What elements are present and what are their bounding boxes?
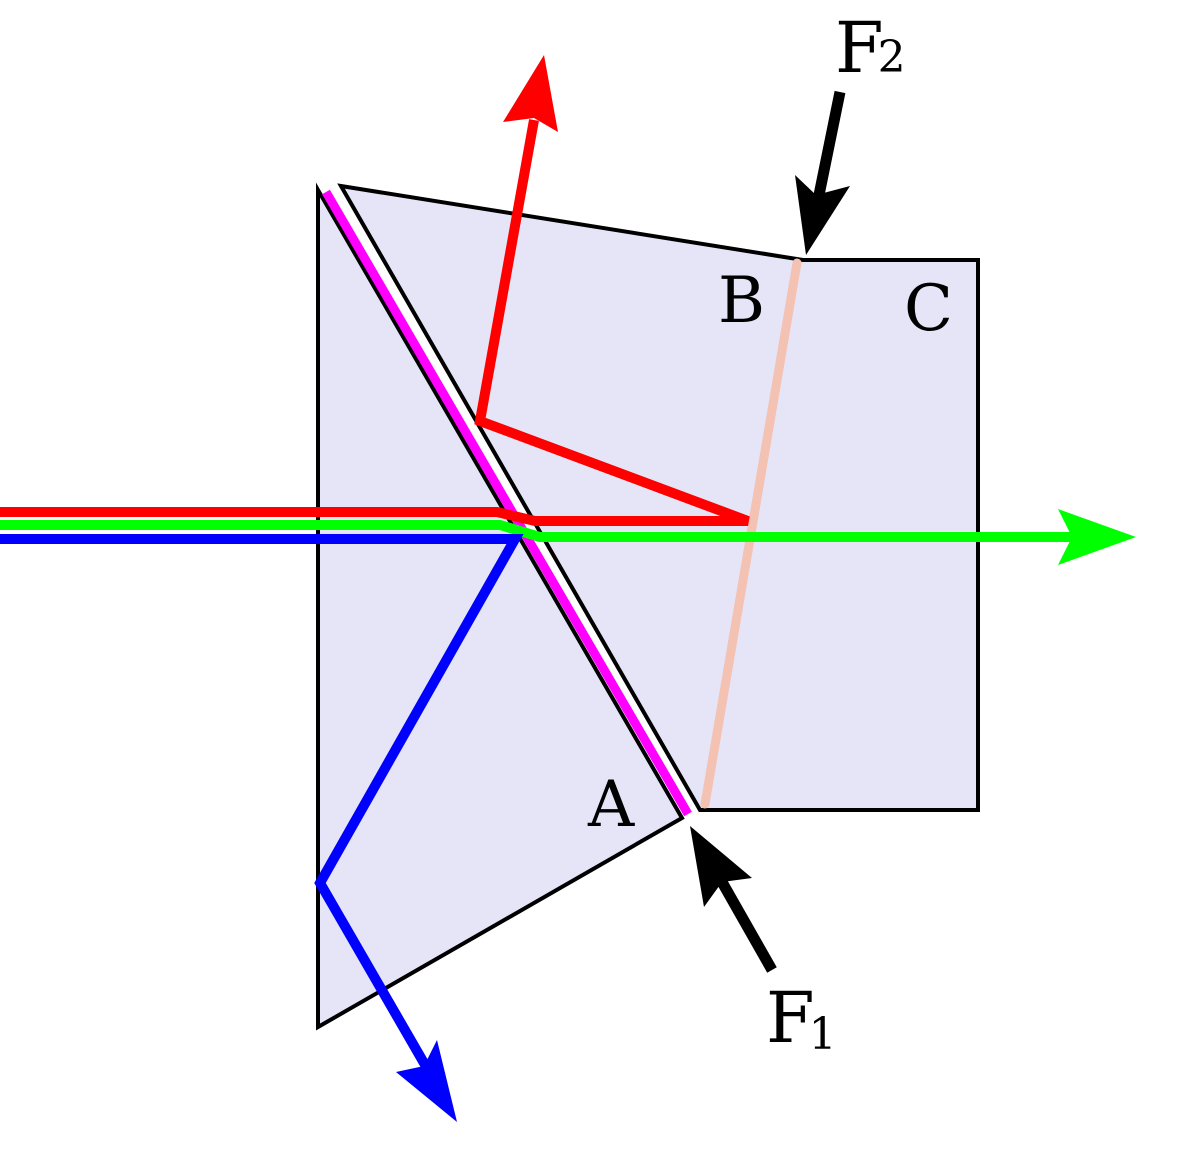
f1-arrowhead [690, 826, 752, 907]
label-prism-c: C [904, 272, 953, 346]
label-filter-2-sub: 2 [878, 32, 906, 83]
label-prism-b: B [718, 264, 765, 338]
label-filter-2-letter: F [835, 7, 884, 89]
label-prism-a: A [587, 768, 635, 842]
green-arrowhead [1058, 509, 1136, 565]
f2-arrowhead [795, 175, 850, 255]
f1-arrow-shaft [717, 879, 777, 973]
red-ray [0, 119, 750, 526]
label-filter-1-sub: 1 [809, 1009, 837, 1060]
blue-ray [0, 534, 524, 1073]
green-ray [0, 520, 1075, 542]
label-filter-2: F2 [835, 7, 906, 89]
label-filter-1: F1 [766, 977, 837, 1060]
f2-arrow-shaft [812, 90, 846, 202]
label-filter-1-letter: F [766, 977, 815, 1059]
blue-arrowhead [396, 1040, 457, 1122]
prism-a [316, 182, 685, 1031]
dichroic-coating-f1 [322, 189, 692, 817]
red-arrowhead [503, 55, 558, 132]
